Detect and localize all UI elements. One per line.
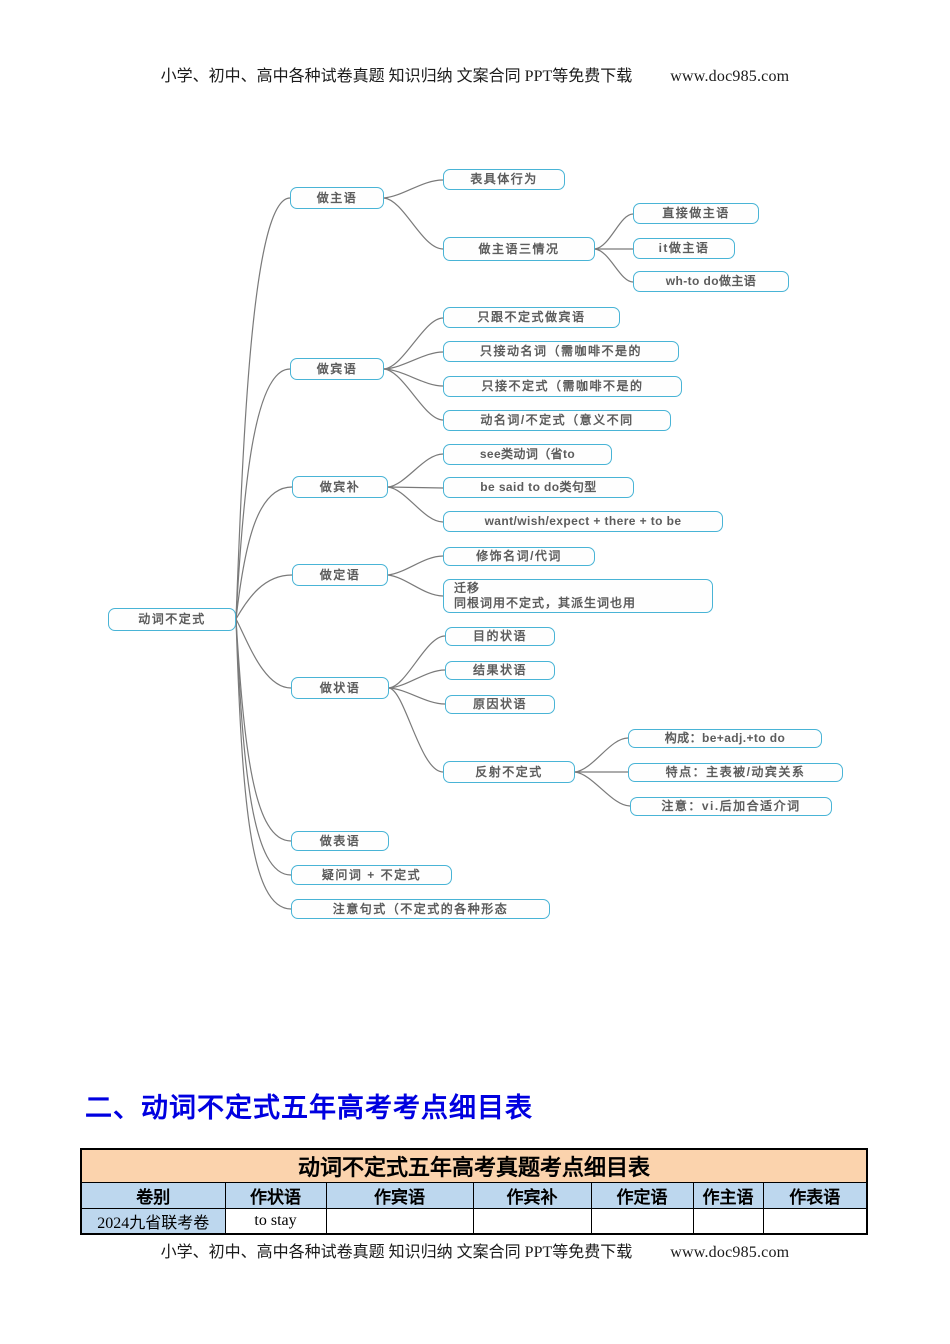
col-header-attributive: 作定语 — [590, 1182, 694, 1209]
cell-paper-name: 2024九省联考卷 — [80, 1208, 226, 1235]
mindmap-node-question-word-infinitive: 疑问词 + 不定式 — [291, 865, 452, 885]
mindmap-node-attributive: 做定语 — [292, 564, 388, 586]
mindmap-node-infinitive-only-verbs: 只接不定式（需咖啡不是的 — [443, 376, 682, 397]
table-header-row: 卷别 作状语 作宾语 作宾补 作定语 作主语 作表语 — [80, 1182, 868, 1209]
col-header-predicative: 作表语 — [762, 1182, 868, 1209]
col-header-adverbial: 作状语 — [224, 1182, 327, 1209]
header-text: 小学、初中、高中各种试卷真题 知识归纳 文案合同 PPT等免费下载 — [160, 68, 633, 85]
cell-attributive — [590, 1208, 694, 1235]
mindmap-node-wh-to-do: wh-to do做主语 — [633, 271, 789, 292]
table-title-row: 动词不定式五年高考真题考点细目表 — [80, 1148, 868, 1183]
mindmap-node-be-said-to-do: be said to do类句型 — [443, 477, 634, 498]
mindmap-node-modify-noun-pronoun: 修饰名词/代词 — [443, 547, 595, 566]
mindmap-node-it-subject: it做主语 — [633, 238, 735, 259]
mindmap-node-transfer: 迁移 同根词用不定式，其派生词也用 — [443, 579, 713, 613]
mindmap-node-root: 动词不定式 — [108, 608, 236, 631]
cell-subject — [692, 1208, 764, 1235]
mindmap-node-feature: 特点：主表被/动宾关系 — [628, 763, 843, 782]
mindmap-node-note-vi-preposition: 注意：vi.后加合适介词 — [630, 797, 832, 816]
mindmap-node-gerund-only: 只接动名词（需咖啡不是的 — [443, 341, 679, 362]
footer-url-link[interactable]: www.doc985.com — [670, 1244, 790, 1261]
transfer-line-1: 迁移 — [454, 581, 481, 595]
mindmap-node-predicative: 做表语 — [291, 831, 389, 851]
mindmap-node-object-complement: 做宾补 — [292, 476, 388, 498]
mindmap-node-want-wish-expect: want/wish/expect + there + to be — [443, 511, 723, 532]
section-heading: 二、动词不定式五年高考考点细目表 — [85, 1093, 533, 1123]
mindmap-node-structure-be-adj-to-do: 构成：be+adj.+to do — [628, 729, 822, 748]
footer-text: 小学、初中、高中各种试卷真题 知识归纳 文案合同 PPT等免费下载 — [160, 1244, 633, 1261]
mindmap-node-meaning-differs: 动名词/不定式（意义不同 — [443, 410, 671, 431]
mindmap-node-subject: 做主语 — [290, 187, 384, 209]
mindmap-node-note-sentence-forms: 注意句式（不定式的各种形态 — [291, 899, 550, 919]
mindmap-node-see-verbs: see类动词（省to — [443, 444, 612, 465]
connector-group — [235, 179, 634, 910]
cell-predicative — [762, 1208, 868, 1235]
page-footer: 小学、初中、高中各种试卷真题 知识归纳 文案合同 PPT等免费下载 www.do… — [0, 1238, 950, 1262]
table-row: 2024九省联考卷 to stay — [80, 1208, 868, 1235]
mindmap-node-reason-adverbial: 原因状语 — [445, 695, 555, 714]
page-header: 小学、初中、高中各种试卷真题 知识归纳 文案合同 PPT等免费下载 www.do… — [0, 62, 950, 86]
mindmap-node-result-adverbial: 结果状语 — [445, 661, 555, 680]
cell-object-complement — [472, 1208, 592, 1235]
transfer-line-2: 同根词用不定式，其派生词也用 — [454, 596, 637, 610]
col-header-object-complement: 作宾补 — [472, 1182, 592, 1209]
header-url-link[interactable]: www.doc985.com — [670, 68, 790, 85]
table-title: 动词不定式五年高考真题考点细目表 — [80, 1148, 868, 1183]
mindmap-node-subject-three-cases: 做主语三情况 — [443, 237, 595, 261]
exam-points-table: 动词不定式五年高考真题考点细目表 卷别 作状语 作宾语 作宾补 作定语 作主语 … — [80, 1148, 868, 1235]
mindmap-node-adverbial: 做状语 — [291, 677, 389, 699]
mindmap-node-purpose-adverbial: 目的状语 — [445, 627, 555, 646]
mindmap-node-concrete-action: 表具体行为 — [443, 169, 565, 190]
mindmap-node-object-infinitive-only: 只跟不定式做宾语 — [443, 307, 620, 328]
col-header-subject: 作主语 — [692, 1182, 764, 1209]
col-header-paper: 卷别 — [80, 1182, 226, 1209]
cell-adverbial: to stay — [224, 1208, 327, 1235]
cell-object — [325, 1208, 474, 1235]
mindmap-node-object: 做宾语 — [290, 358, 384, 380]
mindmap-node-direct-subject: 直接做主语 — [633, 203, 759, 224]
col-header-object: 作宾语 — [325, 1182, 474, 1209]
mindmap-node-reflexive-infinitive: 反射不定式 — [443, 761, 575, 783]
